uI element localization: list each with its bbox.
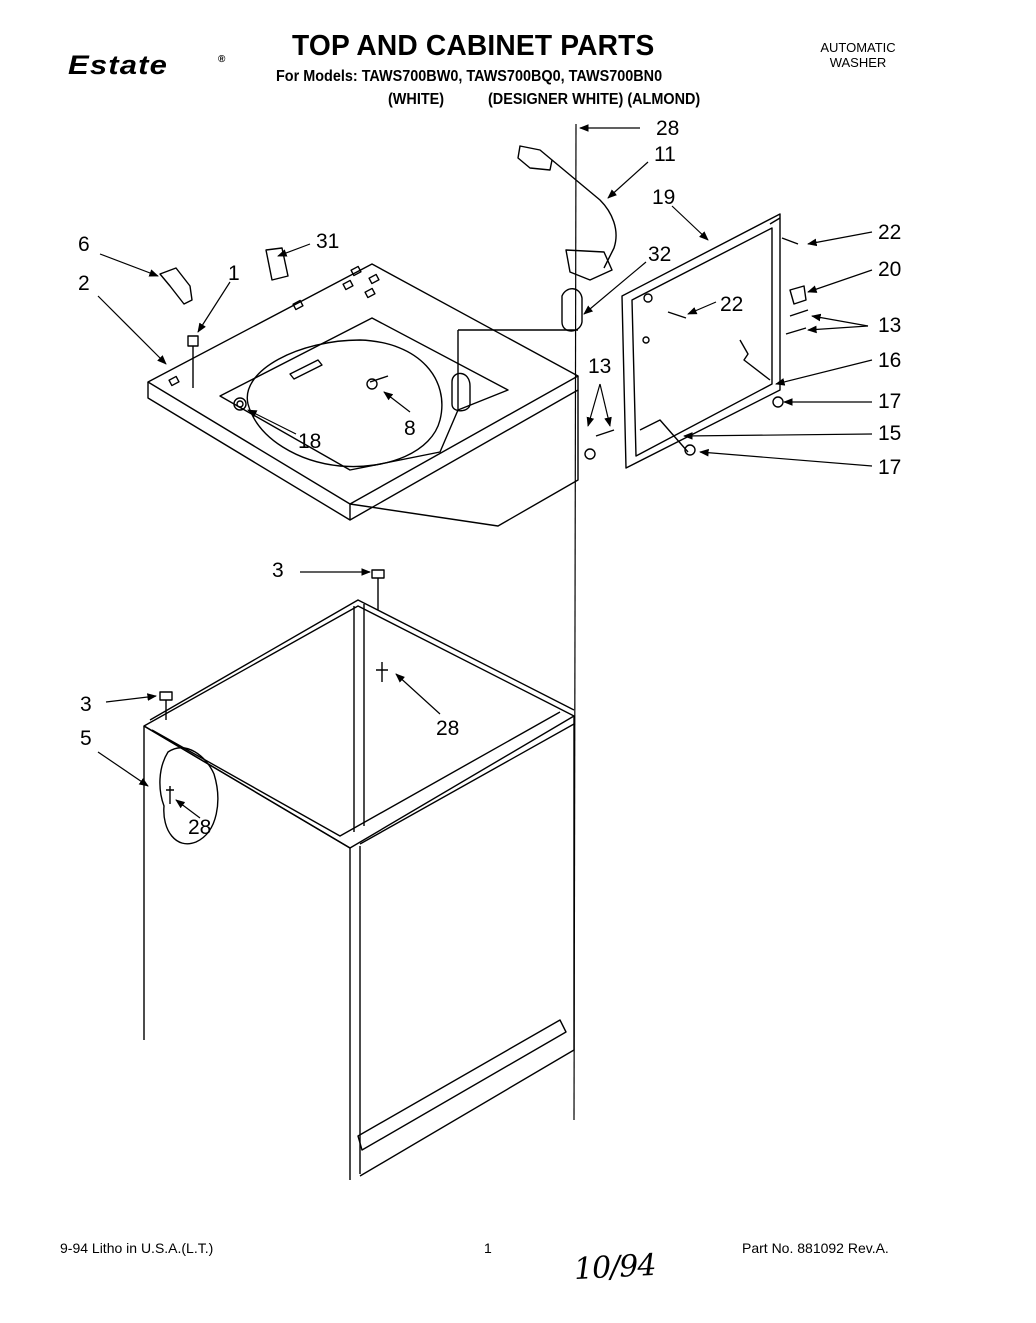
registered-mark: ® [218, 54, 226, 65]
callout-6: 6 [78, 233, 90, 256]
callout-28-side: 28 [188, 816, 212, 839]
part-number: Part No. 881092 Rev.A. [742, 1240, 889, 1256]
callout-28: 28 [656, 117, 680, 140]
callout-13-left: 13 [588, 355, 612, 378]
callout-11: 11 [654, 143, 676, 166]
callout-22-inner: 22 [720, 293, 744, 316]
brand-logo: Estate [68, 50, 169, 80]
callout-15: 15 [878, 422, 902, 445]
callout-18: 18 [298, 430, 322, 453]
callout-2: 2 [78, 272, 90, 295]
page-title: TOP AND CABINET PARTS [292, 30, 655, 62]
callout-17: 17 [878, 390, 902, 413]
appliance-type-line2: WASHER [829, 55, 887, 70]
washer-top-panel [147, 263, 579, 527]
leader-lines [97, 123, 873, 1121]
callout-32: 32 [648, 243, 672, 266]
callout-1: 1 [228, 262, 240, 285]
washer-lid [621, 213, 781, 469]
callout-28-cabinet: 28 [436, 717, 460, 740]
callout-31: 31 [316, 230, 340, 253]
appliance-type: AUTOMATIC WASHER [800, 40, 916, 70]
hinge-and-screws [159, 237, 809, 460]
callout-3: 3 [272, 559, 284, 582]
callout-3-lower: 3 [80, 693, 92, 716]
callout-8: 8 [404, 417, 416, 440]
lid-switch-harness [517, 145, 617, 332]
page-number: 1 [484, 1240, 492, 1256]
variant-designer-almond-label: (DESIGNER WHITE) (ALMOND) [488, 91, 701, 108]
callout-20: 20 [878, 258, 902, 281]
handwritten-date: 10/94 [573, 1247, 657, 1288]
appliance-type-line1: AUTOMATIC [820, 40, 896, 55]
washer-cabinet [143, 569, 575, 1180]
variant-white-label: (WHITE) [388, 91, 445, 108]
callout-22: 22 [878, 221, 902, 244]
callout-17-lower: 17 [878, 456, 902, 479]
callout-5: 5 [80, 727, 92, 750]
callout-19: 19 [652, 186, 676, 209]
callout-13: 13 [878, 314, 902, 337]
model-list: For Models: TAWS700BW0, TAWS700BQ0, TAWS… [276, 68, 663, 85]
callout-16: 16 [878, 349, 902, 372]
litho-note: 9-94 Litho in U.S.A.(L.T.) [60, 1240, 214, 1256]
